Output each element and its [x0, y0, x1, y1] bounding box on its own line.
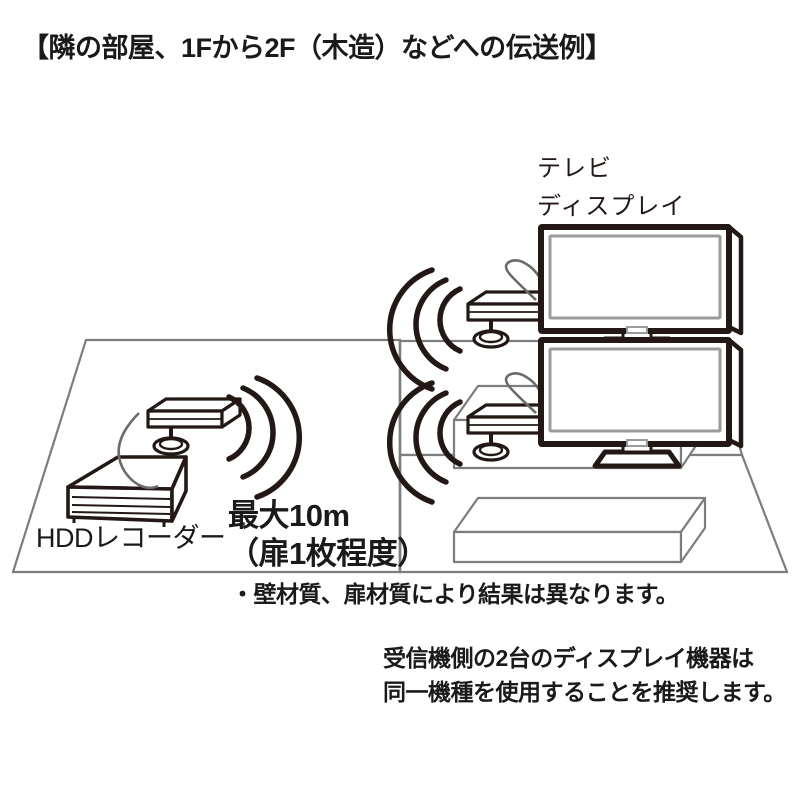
tv-display-top [541, 227, 741, 353]
hdd-recorder-label: HDDレコーダー [36, 523, 226, 553]
receiver-bottom-cable [504, 372, 542, 414]
note-receiver-recommendation: 受信機側の2台のディスプレイ機器は 同一機種を使用することを推奨します。 [383, 645, 786, 705]
receiver-top-cable [504, 259, 542, 301]
max-distance-label: 最大10m （扉1枚程度） [228, 498, 428, 571]
tv-display-label: テレビ ディスプレイ [537, 155, 686, 220]
page-title: 【隣の部屋、1Fから2F（木造）などへの伝送例】 [22, 33, 612, 63]
note-wall-material: ・壁材質、扉材質により結果は異なります。 [231, 581, 679, 607]
lower-display-stand [452, 496, 707, 564]
transmitter-cable [117, 412, 159, 490]
